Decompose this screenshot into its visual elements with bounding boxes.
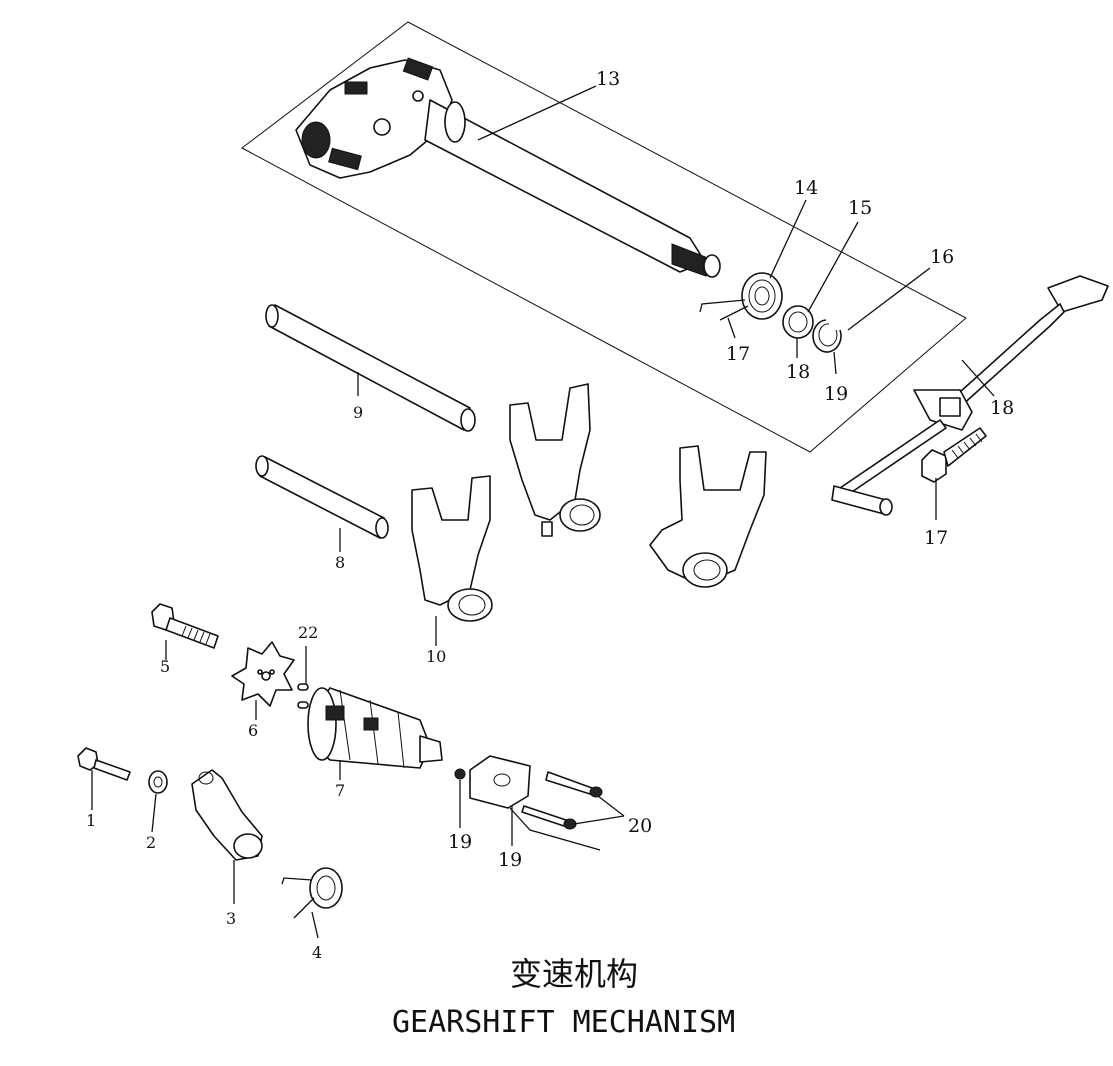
shift-fork-10-part bbox=[411, 475, 493, 622]
callout-6: 6 bbox=[248, 721, 258, 740]
callout-9: 9 bbox=[353, 403, 363, 422]
shift-fork-center-part bbox=[509, 383, 601, 537]
callout-1: 1 bbox=[86, 811, 96, 830]
switch-screw-part bbox=[454, 768, 466, 780]
bolt-1-part bbox=[77, 747, 131, 781]
callout-19-inset: 19 bbox=[824, 383, 848, 405]
callout-8: 8 bbox=[335, 553, 345, 572]
callout-labels: 13 14 15 16 17 18 19 17 18 9 8 10 5 22 6… bbox=[86, 68, 1014, 962]
pins-22-part bbox=[297, 683, 309, 709]
callout-5: 5 bbox=[160, 657, 170, 676]
callout-22: 22 bbox=[298, 623, 318, 642]
inset-frame bbox=[241, 21, 967, 453]
title-chinese: 变速机构 bbox=[510, 955, 638, 993]
return-spring-part bbox=[699, 272, 783, 321]
fork-shaft-9-part bbox=[265, 304, 476, 432]
callout-10: 10 bbox=[426, 647, 446, 666]
leader-lines bbox=[91, 85, 995, 939]
callout-18-pedal: 18 bbox=[990, 397, 1014, 419]
callout-20: 19 bbox=[498, 849, 522, 871]
callout-15: 15 bbox=[848, 197, 872, 219]
star-plate-part bbox=[231, 641, 295, 707]
callout-13: 13 bbox=[596, 68, 620, 90]
title-english: GEARSHIFT MECHANISM bbox=[392, 1005, 735, 1040]
bolts-21-part bbox=[521, 771, 603, 830]
shift-shaft-part bbox=[295, 57, 721, 278]
callout-2: 2 bbox=[146, 833, 156, 852]
circlip-16-part bbox=[812, 319, 842, 353]
callout-4: 4 bbox=[312, 943, 322, 962]
shift-drum-part bbox=[307, 687, 443, 769]
shift-fork-right-part bbox=[649, 445, 767, 588]
washer-2-part bbox=[148, 770, 168, 794]
stopper-spring-part bbox=[281, 867, 343, 919]
stopper-arm-part bbox=[191, 769, 263, 861]
gear-pedal-part bbox=[831, 275, 1109, 516]
callout-18-inset: 18 bbox=[786, 361, 810, 383]
callout-7: 7 bbox=[335, 781, 345, 800]
callout-17-inset: 17 bbox=[726, 343, 750, 365]
pedal-bolt-part bbox=[921, 427, 987, 483]
washer-15-part bbox=[782, 305, 814, 339]
callout-3: 3 bbox=[226, 909, 236, 928]
bolt-5-part bbox=[151, 603, 219, 649]
callout-19: 19 bbox=[448, 831, 472, 853]
callout-17-pedal: 17 bbox=[924, 527, 948, 549]
callout-14: 14 bbox=[794, 177, 818, 199]
switch-plate-part bbox=[469, 755, 601, 851]
callout-21: 20 bbox=[628, 815, 652, 837]
fork-shaft-8-part bbox=[255, 455, 389, 539]
callout-16: 16 bbox=[930, 246, 954, 268]
